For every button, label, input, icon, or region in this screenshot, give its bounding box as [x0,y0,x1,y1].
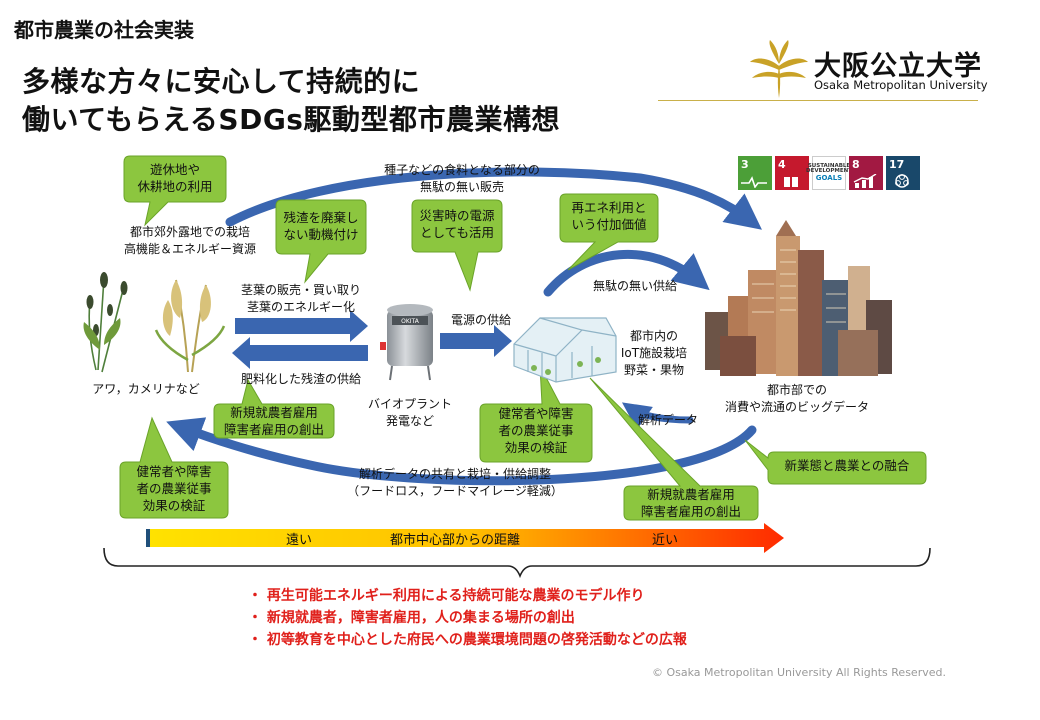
label-city: 都市部での消費や流通のビッグデータ [724,383,869,414]
flow-arrows [166,167,762,486]
ginkgo-logo-icon [750,40,808,98]
bubble-healthy-left [119,416,229,519]
logo-underline [658,100,978,101]
distance-gradient-arrow [150,523,784,553]
bullet-item: ・ 初等教育を中心とした府民への農業環境問題の啓発活動などの広報 [248,632,687,648]
bubble-healthy-left-text: 健常者や障害者の農業従事効果の検証 [136,464,212,513]
label-sharing: 解析データの共有と栽培・供給調整（フードロス，フードマイレージ軽減） [347,467,563,498]
bubble-new-business [744,439,927,485]
crop-plants-icon [83,272,226,373]
bullet-item: ・ 新規就農者，障害者雇用，人の集まる場所の創出 [248,610,575,626]
label-suburban: 都市郊外露地での栽培高機能＆エネルギー資源 [123,225,256,256]
growth-chart-icon: 8 [849,156,883,190]
bullet-item: ・ 再生可能エネルギー利用による持続可能な農業のモデル作り [248,588,645,604]
arrow-seed-sales [225,167,762,230]
sdg-icons: 3 4 SUSTAINABLE DEVELOPMENT GOALS 8 17 [738,156,920,190]
greenhouse-icon [513,317,617,383]
heartbeat-icon: 3 [738,156,772,190]
arrow-sharing [166,417,757,486]
bubble-new-farmers-right [589,377,759,521]
copyright-notice: © Osaka Metropolitan University All Righ… [652,666,946,679]
bubble-disaster-power [411,199,503,292]
label-power-supply: 電源の供給 [450,313,511,327]
partnership-flower-icon: 17 [886,156,920,190]
bubble-healthy-center-text: 健常者や障害者の農業従事効果の検証 [498,406,574,455]
section-label: 都市農業の社会実装 [14,18,194,42]
label-bioplant: バイオプラント発電など [367,397,452,428]
arrow-power-supply [440,325,512,357]
bubble-new-farmers-left-text: 新規就農者雇用障害者雇用の創出 [223,405,324,437]
sdgs-logo-icon: SUSTAINABLE DEVELOPMENT GOALS [806,156,852,190]
plant-brand-label: OKITA [401,318,420,325]
distance-far-label: 遠い [286,533,313,548]
label-crops: アワ，カメリナなど [92,382,200,396]
page-title-line1: 多様な方々に安心して持続的に [22,65,421,98]
arrow-analysis [621,402,694,430]
bubble-new-business-text: 新業態と農業との融合 [784,458,910,473]
bubble-renewable [559,193,659,271]
bubble-idle-land-text: 遊休地や休耕地の利用 [137,162,213,194]
logo-name-ja: 大阪公立大学 [814,51,982,82]
arrow-no-waste-supply [543,249,710,297]
logo-name-en: Osaka Metropolitan University [814,78,988,92]
arrow-stem-sales [235,310,368,342]
bubble-residue [275,199,367,284]
bubble-healthy-center [479,365,593,463]
distance-bar-start [146,529,150,547]
distance-near-label: 近い [652,533,679,548]
bubble-idle-land [123,155,227,227]
bubble-renewable-text: 再エネ利用という付加価値 [571,200,647,232]
book-icon: 4 [775,156,809,190]
label-seed-sales: 種子などの食料となる部分の無駄の無い販売 [384,163,540,194]
city-skyline-icon [705,220,892,376]
bracket [103,547,931,579]
label-analysis: 解析データ [637,413,698,427]
arrow-fertilizer [232,337,368,369]
page-title-line2: 働いてもらえるSDGs駆動型都市農業構想 [22,103,560,136]
bubble-residue-text: 残渣を廃棄しない動機付け [283,210,359,242]
bioplant-tank-icon [380,304,433,381]
bubble-disaster-power-text: 災害時の電源としても活用 [419,208,495,240]
label-fertilizer: 肥料化した残渣の供給 [240,372,361,386]
label-no-waste-supply: 無駄の無い供給 [592,279,677,293]
bubble-new-farmers-right-text: 新規就農者雇用障害者雇用の創出 [640,487,741,519]
bubble-new-farmers-left [213,378,335,439]
label-stem-sales: 茎葉の販売・買い取り茎葉のエネルギー化 [240,283,361,314]
distance-title-label: 都市中心部からの距離 [390,533,521,548]
